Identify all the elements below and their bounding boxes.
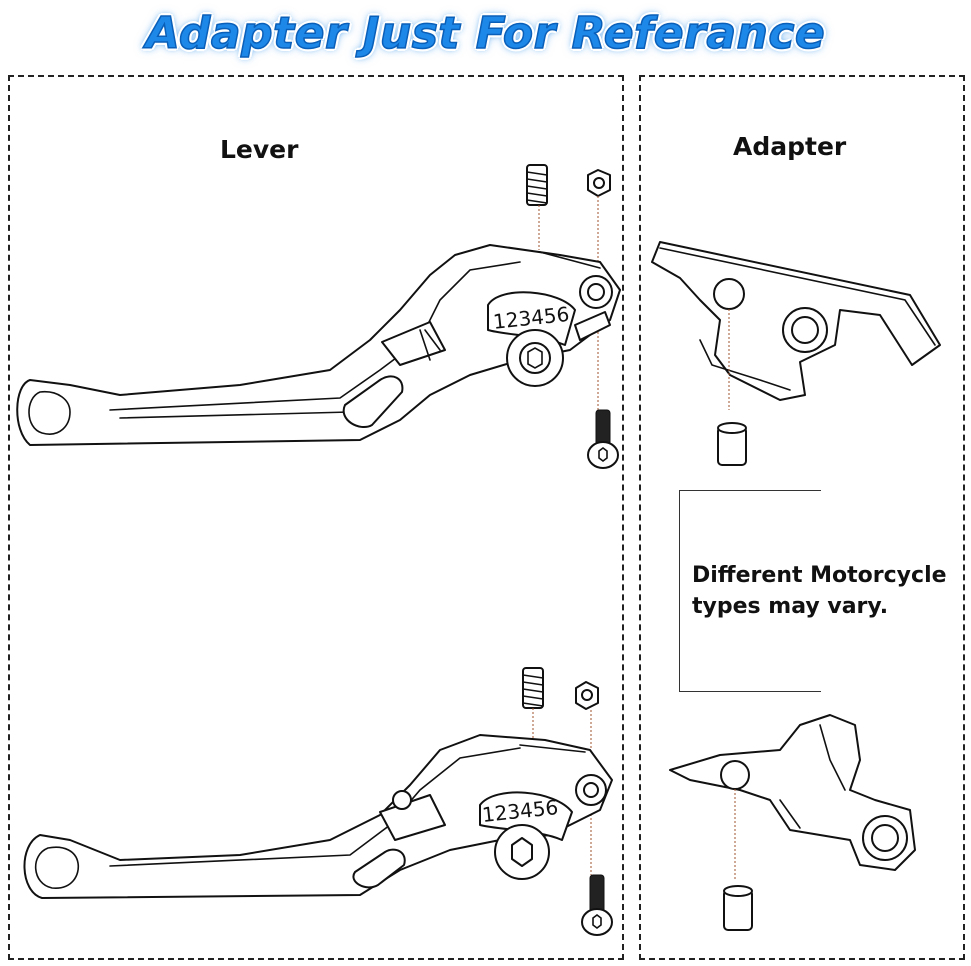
page-title: Adapter Just For Referance [145,7,826,60]
title-banner: Adapter Just For Referance [0,0,971,66]
spacer-top-icon [717,422,747,466]
spring-top-icon [526,164,548,206]
adapter-panel [639,75,965,960]
bolt-top-icon [587,409,619,469]
adapter-heading: Adapter [733,132,847,161]
note-bracket [679,490,821,692]
nut-bottom-icon [575,681,599,710]
lever-heading: Lever [220,135,299,164]
nut-top-icon [587,169,611,197]
lever-top-drawing [16,164,621,469]
spring-bottom-icon [522,667,544,709]
adapter-bottom-drawing [669,714,916,931]
note-text: Different Motorcycle types may vary. [692,560,962,622]
note-line-2: types may vary. [692,594,889,619]
spacer-bottom-icon [723,885,753,931]
lever-bottom-drawing [23,667,613,936]
adapter-top-drawing [651,241,941,466]
lever-panel [8,75,624,960]
bolt-bottom-icon [581,874,613,936]
note-line-1: Different Motorcycle [692,563,947,588]
